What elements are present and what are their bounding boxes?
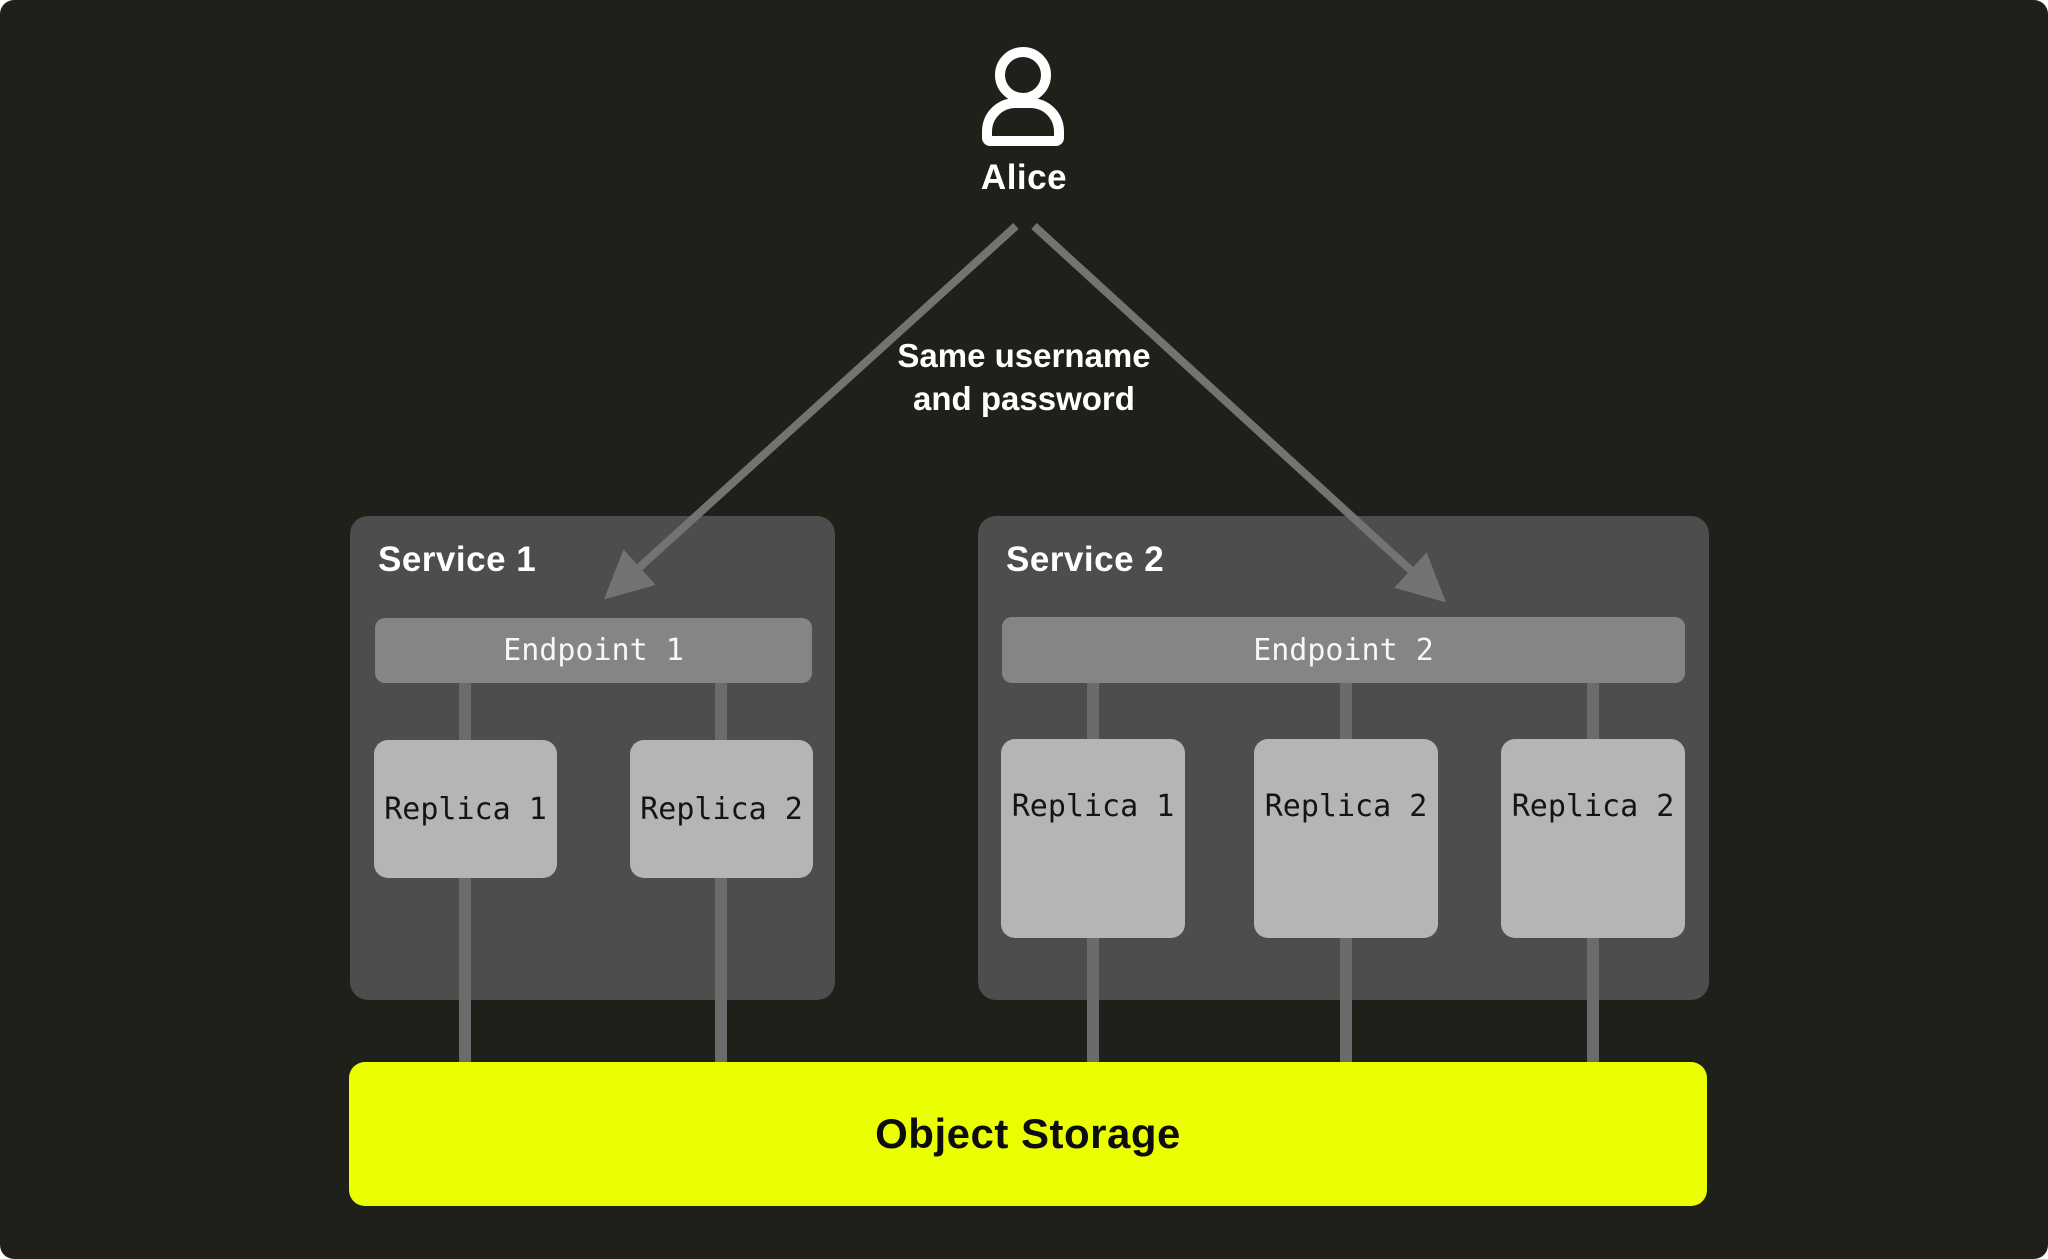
service-1-title: Service 1 <box>378 540 537 579</box>
arrow-to-service-2 <box>1031 223 1446 603</box>
service-1-replica-1: Replica 1 <box>374 740 557 878</box>
auth-annotation-line1: Same username <box>897 337 1151 374</box>
service-1-replica-2: Replica 2 <box>630 740 813 878</box>
service-2-replica-3-label: Replica 2 <box>1511 789 1675 824</box>
service-2-replica-2-label: Replica 2 <box>1264 789 1428 824</box>
object-storage-bar: Object Storage <box>349 1062 1707 1206</box>
auth-annotation-line2: and password <box>913 380 1135 417</box>
user-name-label: Alice <box>980 158 1068 197</box>
user-icon <box>982 47 1064 146</box>
arrow-to-service-1 <box>604 223 1019 600</box>
service-2-replica-1: Replica 1 <box>1001 739 1185 938</box>
service-2-replica-3: Replica 2 <box>1501 739 1685 938</box>
endpoint-2-bar: Endpoint 2 <box>1002 617 1685 683</box>
service-2-replica-2: Replica 2 <box>1254 739 1438 938</box>
auth-annotation: Same username and password <box>774 334 1274 420</box>
service-2-title: Service 2 <box>1006 540 1165 579</box>
object-storage-label: Object Storage <box>875 1110 1181 1157</box>
endpoint-1-bar: Endpoint 1 <box>375 618 812 683</box>
service-2-replica-1-label: Replica 1 <box>1011 789 1175 824</box>
